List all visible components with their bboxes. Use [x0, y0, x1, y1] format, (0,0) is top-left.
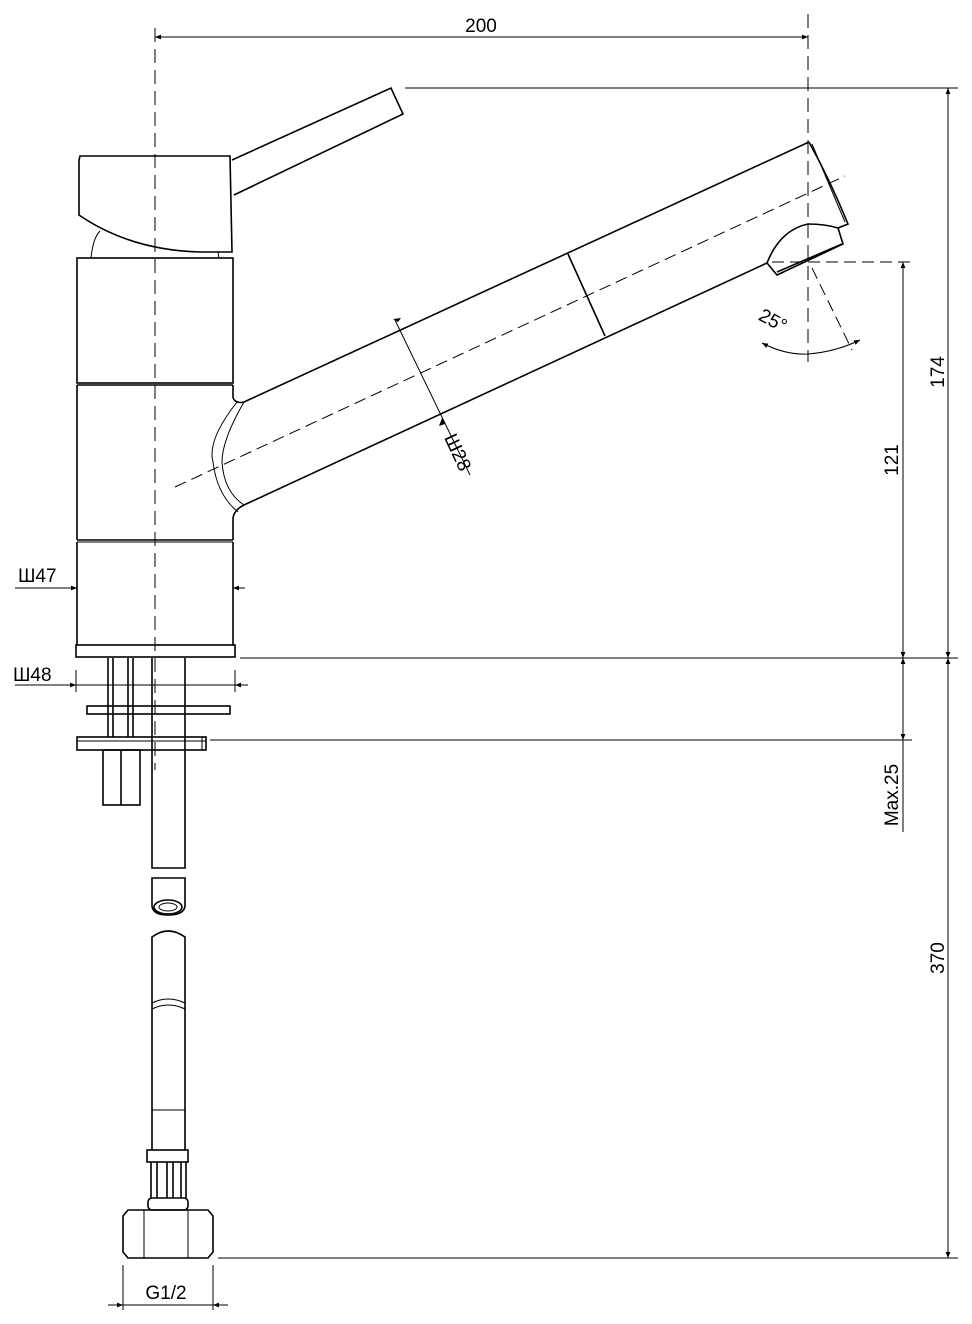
label-thread: G1/2	[145, 1283, 186, 1304]
label-max-mount: Max.25	[882, 764, 903, 826]
label-spout-diameter: Ш28	[439, 431, 474, 475]
dim-angle-arc	[761, 339, 861, 355]
handle-cap	[78, 155, 233, 259]
dim-spout-diameter-line	[394, 319, 471, 476]
label-spout-angle: 25°	[755, 305, 790, 337]
label-hose-length: 370	[928, 942, 949, 974]
label-spout-height: 121	[882, 444, 903, 476]
supply-hose	[122, 877, 214, 1259]
spout-axis-line	[174, 175, 846, 488]
label-body-diameter: Ш47	[18, 566, 57, 587]
label-total-height: 174	[928, 356, 949, 388]
spray-angle-line	[811, 267, 853, 351]
lever-handle	[231, 86, 405, 196]
label-reach: 200	[465, 16, 497, 37]
dim-spout-diameter-arrows	[393, 318, 445, 426]
pull-out-spout	[211, 141, 850, 519]
faucet-body	[75, 257, 236, 658]
label-base-diameter: Ш48	[13, 665, 52, 686]
mounting-hardware	[76, 658, 231, 869]
extension-lines	[75, 87, 958, 1310]
